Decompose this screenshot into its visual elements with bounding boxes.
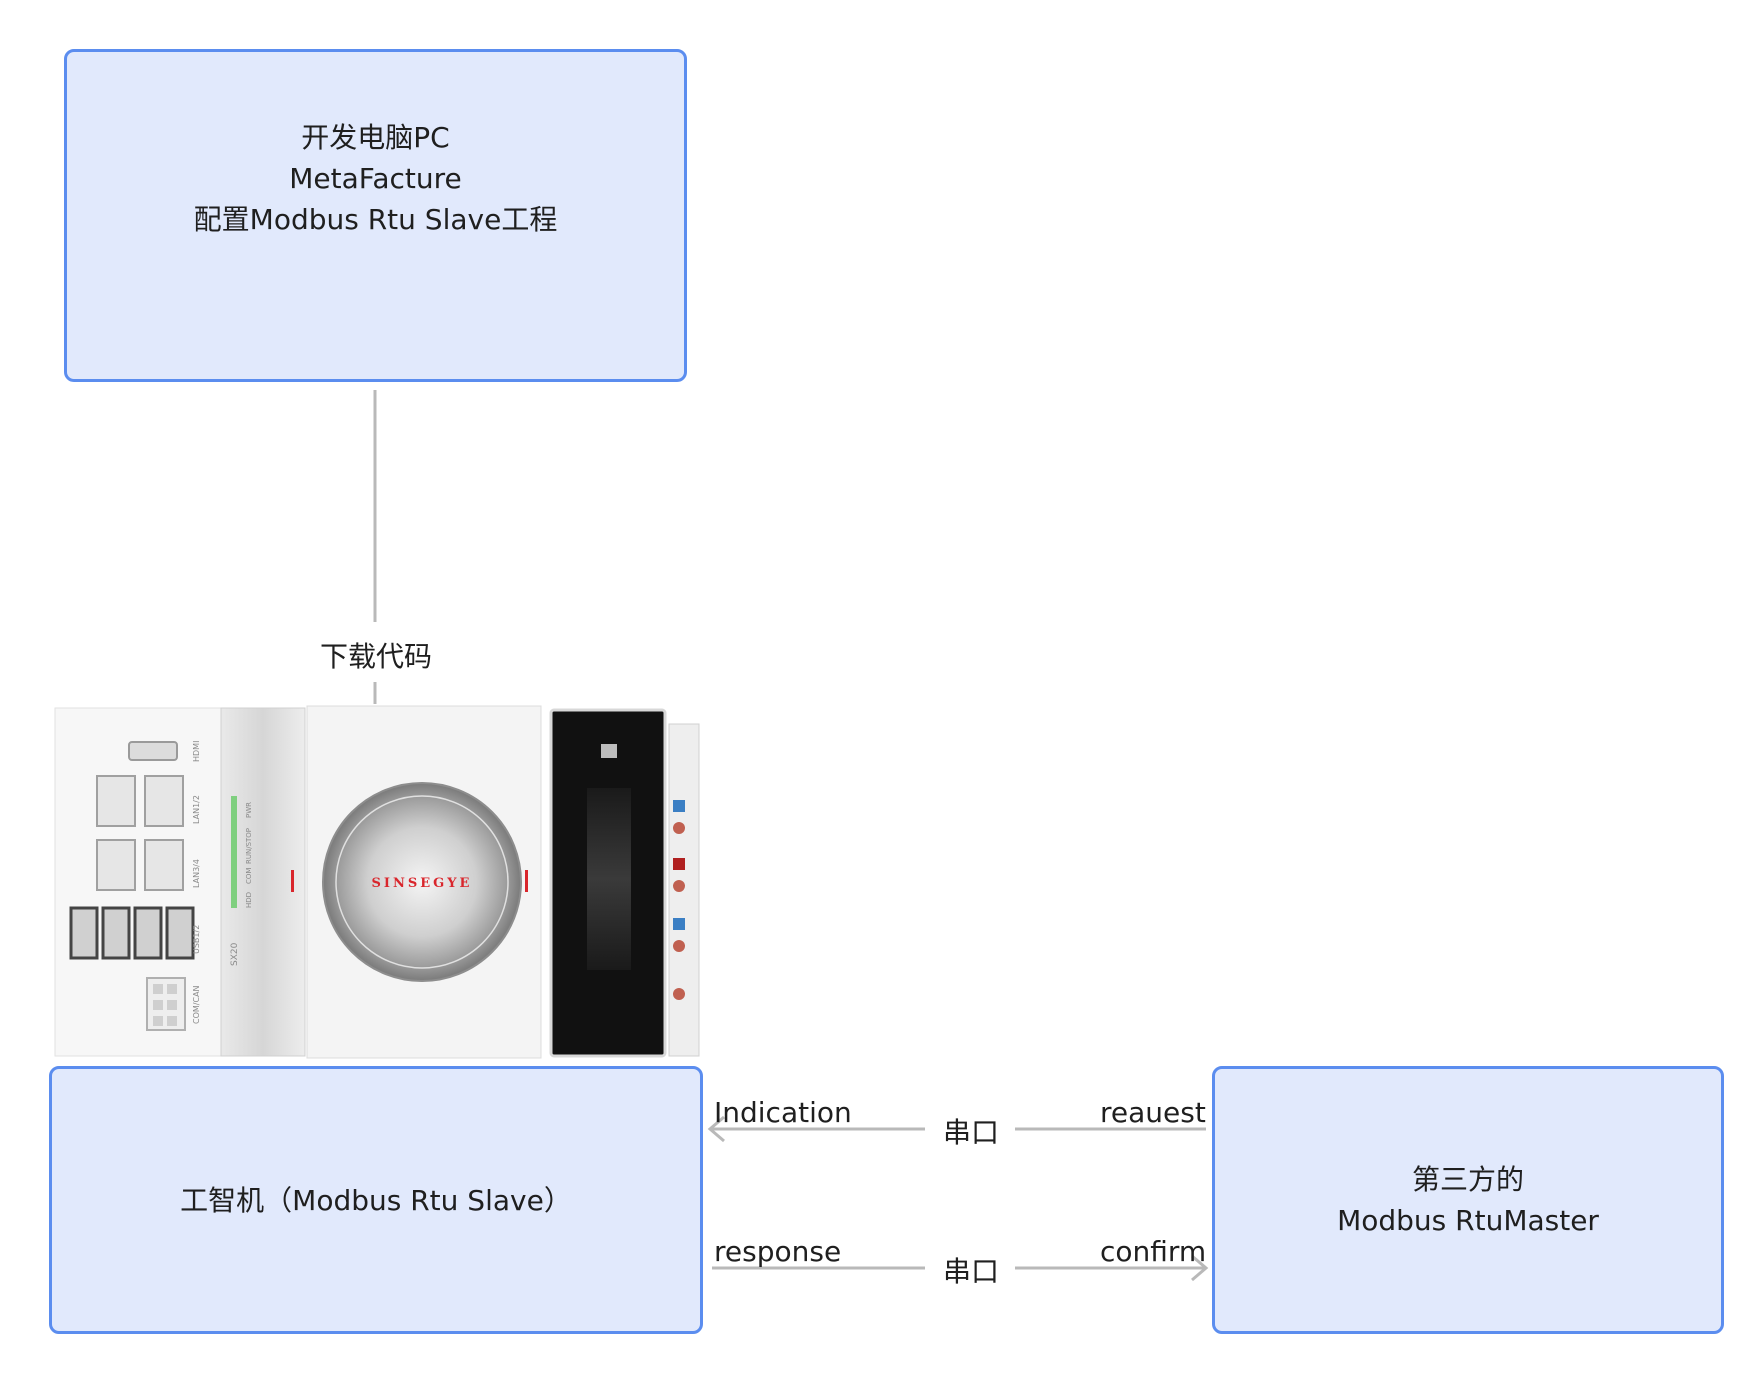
led-label-run-stop: RUN/STOP (245, 828, 253, 864)
port-label-lan34: LAN3/4 (192, 859, 201, 888)
lan-ports-icon (96, 775, 184, 891)
display-screen (587, 788, 631, 970)
led-label-pwr: PWR (245, 802, 253, 818)
led-bar (231, 796, 237, 908)
top-link-right-label: reauest (1100, 1096, 1206, 1129)
pc-node[interactable]: 开发电脑PC MetaFacture 配置Modbus Rtu Slave工程 (64, 49, 687, 382)
brand-label: SINSEGYE (372, 876, 473, 891)
bottom-link-label: 串口 (943, 1255, 1000, 1288)
pc-node-line-1: 开发电脑PC (301, 121, 450, 154)
led-label-hdd: HDD (245, 892, 253, 908)
model-label: SX20 (230, 942, 240, 966)
master-node-line-2: Modbus RtuMaster (1337, 1204, 1599, 1237)
bottom-link-right-label: confirm (1100, 1235, 1207, 1268)
bottom-link-left-label: response (714, 1235, 842, 1268)
io-strip (668, 723, 700, 1057)
port-label-com-can: COM/CAN (192, 985, 201, 1024)
red-indicator-right (525, 870, 528, 892)
pc-node-line-2: MetaFacture (289, 162, 462, 195)
download-label: 下载代码 (320, 640, 433, 673)
red-indicator-left (291, 870, 294, 892)
usb-ports-icon (69, 906, 195, 960)
top-link-left-label: Indication (714, 1096, 852, 1129)
com-can-connector-icon (146, 977, 186, 1031)
controller-device-image: HDMI LAN1/2 LAN3/4 USB1/2 COM/CAN PWR RU… (54, 705, 700, 1059)
display-logo-icon (601, 744, 617, 758)
port-panel (54, 707, 224, 1057)
led-label-com: COM (245, 868, 253, 884)
master-node[interactable]: 第三方的 Modbus RtuMaster (1212, 1066, 1724, 1334)
knob-inner (335, 795, 509, 969)
io-terminals-icon (673, 800, 685, 1000)
knob (322, 782, 522, 982)
master-node-line-1: 第三方的 (1411, 1163, 1524, 1196)
slave-node[interactable]: 工智机（Modbus Rtu Slave） (49, 1066, 703, 1334)
slave-node-line-1: 工智机（Modbus Rtu Slave） (180, 1183, 572, 1217)
port-label-lan12: LAN1/2 (192, 795, 201, 824)
hdmi-port-icon (128, 741, 178, 761)
top-link-label: 串口 (943, 1116, 1000, 1149)
port-label-usb12: USB1/2 (192, 925, 201, 954)
pc-node-line-3: 配置Modbus Rtu Slave工程 (193, 203, 558, 236)
port-label-hdmi: HDMI (192, 741, 201, 762)
